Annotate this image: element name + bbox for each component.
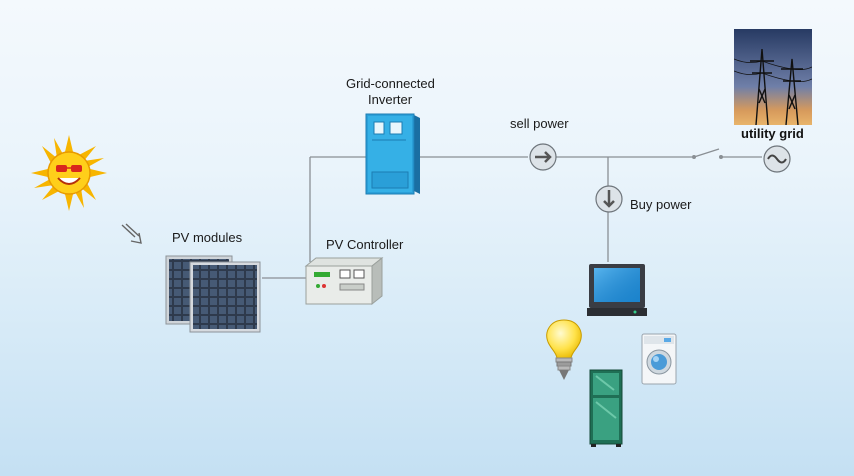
washing-machine-icon — [641, 333, 677, 385]
pv-controller-icon — [304, 256, 384, 306]
refrigerator-icon — [589, 369, 623, 447]
inverter-label-line2: Inverter — [368, 92, 413, 107]
inverter-icon — [365, 113, 420, 195]
sell-power-label: sell power — [510, 116, 569, 131]
buy-power-arrow-icon — [595, 185, 623, 213]
pv-modules-label: PV modules — [172, 230, 243, 245]
ac-source-icon — [763, 145, 791, 173]
sunlight-arrow-icon — [121, 223, 142, 244]
light-bulb-icon — [546, 319, 582, 380]
sun-icon — [31, 135, 107, 211]
sell-power-arrow-icon — [529, 143, 557, 171]
tv-icon — [587, 264, 647, 316]
solar-panel-icon — [165, 255, 261, 333]
inverter-label-line1: Grid-connected — [346, 76, 435, 91]
power-pylon-icon — [734, 29, 812, 125]
buy-power-label: Buy power — [630, 197, 692, 212]
utility-grid-label: utility grid — [741, 126, 804, 141]
pv-controller-label: PV Controller — [326, 237, 404, 252]
switch-icon — [692, 148, 723, 159]
